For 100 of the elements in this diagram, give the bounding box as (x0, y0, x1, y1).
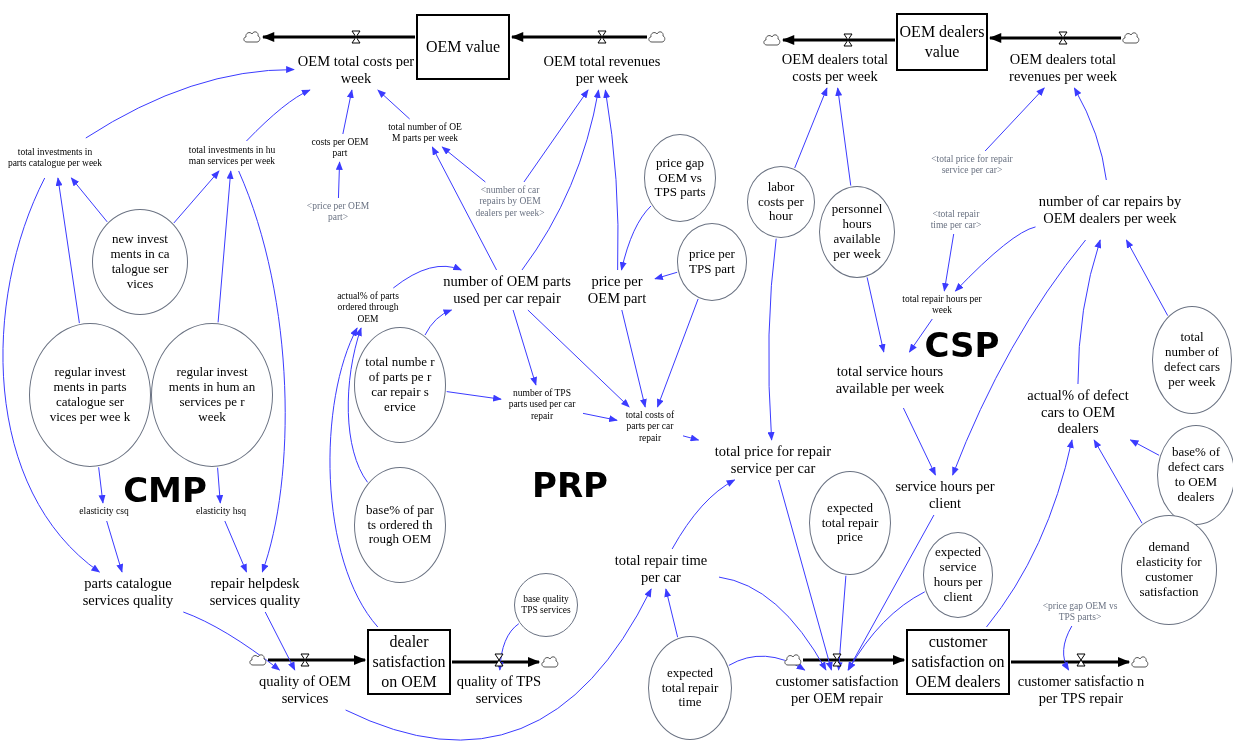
arrow (446, 391, 502, 402)
stock-box: OEM dealers value (896, 13, 988, 71)
arrow (718, 576, 827, 671)
variable-label: number of TPS parts used per car repair (503, 387, 581, 423)
arrow (329, 327, 379, 628)
cloud-symbol (1122, 31, 1140, 45)
variable-label: personnel hours available per week (830, 202, 884, 262)
shadow-variable-label: <price gap OEM vs TPS parts> (1034, 600, 1126, 624)
arrow (441, 146, 486, 183)
shadow-variable-label: <total repair time per car> (925, 208, 987, 232)
flow-pipe (988, 33, 1121, 43)
arrow (527, 309, 630, 408)
variable-label: number of car repairs by OEM dealers per week (1037, 182, 1183, 238)
flow-pipe (261, 32, 415, 42)
variable-label: base% of defect cars to OEM dealers (1167, 445, 1225, 505)
arrow (347, 327, 369, 483)
cloud-symbol (541, 655, 559, 669)
arrow (952, 239, 1087, 476)
variable-label: actual% of defect cars to OEM dealers (1026, 386, 1130, 438)
arrow (173, 170, 220, 224)
arrow (619, 205, 652, 271)
arrow (778, 479, 833, 671)
variable-label: elasticity csq (73, 505, 135, 519)
variable-label: base% of par ts ordered th rough OEM (365, 502, 435, 548)
arrow (1073, 87, 1107, 181)
variable-label: price per OEM part (581, 272, 653, 308)
variable-label: total numbe r of parts pe r car repair s ervice (364, 355, 436, 415)
arrow (512, 309, 537, 386)
arrow (664, 588, 679, 638)
variable-label: customer satisfactio n per TPS repair (1012, 672, 1150, 708)
cloud-symbol (243, 30, 261, 44)
arrow (767, 238, 777, 441)
arrow (182, 611, 281, 671)
arrow (98, 466, 106, 504)
arrow (245, 89, 311, 142)
arrow (654, 271, 678, 280)
variable-label: elasticity hsq (190, 505, 252, 519)
variable-label: demand elasticity for customer satisfaction (1135, 540, 1203, 600)
arrow (1125, 239, 1169, 317)
arrow (264, 611, 296, 671)
sector-label: CSP (924, 328, 1000, 362)
arrow (335, 161, 343, 199)
arrow (682, 434, 700, 442)
variable-label: total repair time per car (605, 551, 717, 587)
arrow (424, 309, 453, 336)
variable-label: new invest ments in ca talogue ser vices (109, 232, 171, 292)
flow-pipe (803, 655, 906, 665)
arrow (523, 89, 589, 183)
arrow (342, 89, 354, 135)
cloud-symbol (1131, 655, 1149, 669)
flow-pipe (268, 655, 367, 665)
variable-label: expected total repair time (660, 665, 720, 711)
arrow (835, 87, 852, 187)
arrow (728, 655, 806, 671)
arrow (1061, 625, 1073, 671)
variable-label: regular invest ments in hum an services pe r week (167, 365, 257, 425)
arrow (942, 233, 955, 292)
arrow (835, 575, 847, 671)
arrow (224, 520, 247, 573)
variable-label: costs per OEM part (307, 136, 373, 160)
cloud-symbol (648, 30, 666, 44)
variable-label: expected service hours per client (932, 545, 984, 605)
arrow (392, 264, 462, 289)
variable-label: number of OEM parts used per car repair (434, 272, 580, 308)
arrow (2, 177, 101, 573)
variable-label: price gap OEM vs TPS parts (653, 155, 707, 201)
arrow (1077, 239, 1102, 385)
arrow (521, 89, 601, 271)
variable-label: OEM total revenues per week (539, 52, 665, 88)
cloud-symbol (784, 653, 802, 667)
variable-label: quality of OEM services (251, 672, 359, 708)
arrow (954, 226, 1036, 292)
variable-label: regular invest ments in parts catalogue ser vices per wee k (48, 365, 132, 425)
arrow (238, 170, 286, 573)
arrow (1129, 439, 1160, 456)
shadow-variable-label: <number of car repairs by OEM dealers per week> (469, 184, 551, 220)
shadow-variable-label: <total price for repair service per car> (926, 153, 1018, 177)
sector-label: CMP (123, 473, 207, 507)
flow-pipe (510, 32, 647, 42)
arrow (106, 520, 124, 573)
flow-pipe (452, 657, 541, 667)
arrow (621, 309, 647, 408)
variable-label: labor costs per hour (757, 179, 805, 225)
arrow (603, 89, 619, 271)
cloud-symbol (249, 653, 267, 667)
variable-label: base quality TPS services (521, 593, 571, 617)
variable-label: OEM total costs per week (296, 52, 416, 88)
variable-label: customer satisfaction per OEM repair (768, 672, 906, 708)
variable-label: parts catalogue services quality (72, 574, 184, 610)
variable-label: price per TPS part (688, 247, 736, 277)
variable-label: total number of defect cars per week (1163, 330, 1221, 390)
arrow (496, 623, 520, 671)
arrow (902, 407, 936, 476)
variable-label: total price for repair service per car (700, 442, 846, 478)
arrow (1093, 439, 1143, 524)
arrow (908, 318, 933, 353)
variable-label: repair helpdesk services quality (199, 574, 311, 610)
flow-pipe (1011, 657, 1131, 667)
stock-box: customer satisfaction on OEM dealers (906, 629, 1010, 695)
arrow (377, 89, 411, 120)
